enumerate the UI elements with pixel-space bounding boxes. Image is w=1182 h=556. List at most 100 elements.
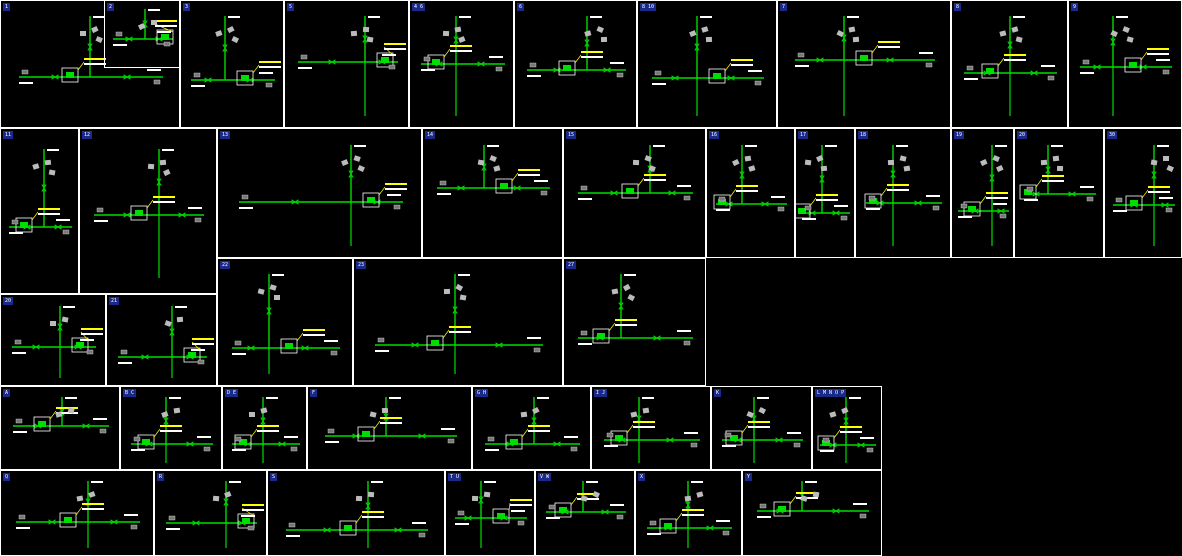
riser-schematic — [232, 397, 300, 463]
panel-number-tag: Q — [3, 473, 11, 481]
leader-line — [373, 420, 381, 430]
riser-schematic — [455, 481, 532, 548]
riser-schematic — [485, 397, 580, 452]
pipe-size-label — [286, 535, 300, 537]
riser-schematic — [757, 481, 869, 519]
flow-switch-icon — [130, 205, 148, 221]
pipe-size-label — [546, 517, 560, 519]
gauge-icon — [797, 52, 805, 58]
leader-line — [724, 62, 732, 72]
riser-detail-panel: X — [635, 470, 742, 556]
valve-icon — [123, 74, 131, 80]
valve-icon — [706, 525, 714, 531]
flow-switch-icon — [71, 337, 89, 353]
sprinkler-head-icon — [903, 165, 911, 172]
flow-switch-icon — [981, 63, 999, 79]
riser-detail-panel: 5 — [284, 0, 409, 128]
riser-label — [175, 306, 187, 308]
sprinkler-head-icon — [212, 495, 220, 502]
valve-icon — [618, 302, 624, 310]
riser-schematic — [652, 16, 764, 116]
gauge-icon — [859, 513, 867, 519]
annotation-text-bar — [380, 422, 402, 424]
riser-schematic — [864, 145, 942, 246]
valve-icon — [1068, 191, 1076, 197]
sprinkler-head-icon — [744, 155, 752, 162]
annotation-text-bar — [731, 64, 753, 66]
gauge-icon — [1047, 75, 1055, 81]
gauge-icon — [932, 205, 940, 211]
annotation-text-bar — [82, 508, 104, 510]
annotation-text-bar — [56, 407, 78, 409]
sprinkler-head-icon — [493, 165, 501, 172]
pipe-size-label — [191, 349, 205, 351]
annotation-text-bar — [385, 183, 407, 185]
leader-line — [250, 428, 258, 438]
pipe-size-label — [382, 54, 396, 56]
gauge-icon — [11, 219, 19, 225]
leader-line — [1140, 51, 1148, 61]
sprinkler-head-icon — [841, 407, 849, 414]
riser-label — [148, 9, 160, 11]
panel-number-tag: 8 — [954, 3, 962, 11]
pipe-size-label — [441, 428, 455, 430]
leader-line — [378, 186, 386, 196]
annotation-text-bar — [615, 324, 637, 326]
pipe-size-label — [455, 523, 469, 525]
valve-icon — [51, 74, 59, 80]
gauge-icon — [1026, 186, 1034, 192]
riser-detail-panel: 2 — [104, 0, 180, 68]
panel-number-tag: 9 — [1071, 3, 1079, 11]
sprinkler-head-icon — [644, 155, 652, 162]
annotation-text-bar — [81, 328, 103, 330]
leader-line — [252, 64, 260, 74]
pipe-size-label — [241, 515, 255, 517]
annotation-text-bar — [1042, 175, 1064, 177]
gauge-icon — [1165, 207, 1173, 213]
valve-icon — [260, 417, 266, 425]
riser-label — [1157, 145, 1169, 147]
panel-number-tag: 19 — [954, 131, 965, 139]
riser-label — [162, 149, 174, 151]
annotation-text-bar — [384, 48, 406, 50]
riser-detail-panel: 4 6 — [409, 0, 514, 128]
riser-label — [700, 16, 712, 18]
sprinkler-head-icon — [163, 169, 171, 177]
leader-line — [443, 48, 451, 58]
riser-schematic — [1113, 145, 1175, 246]
valve-icon — [775, 437, 783, 443]
riser-label — [624, 274, 636, 276]
gauge-icon — [18, 514, 26, 520]
sprinkler-head-icon — [353, 155, 361, 162]
valve-icon — [247, 345, 255, 351]
annotation-text-bar — [153, 196, 175, 198]
riser-detail-panel: T U — [445, 470, 535, 556]
gauge-icon — [86, 349, 94, 355]
sprinkler-head-icon — [91, 26, 99, 34]
riser-schematic — [437, 145, 550, 196]
riser-label — [487, 145, 499, 147]
sprinkler-head-icon — [164, 320, 172, 327]
pipe-size-label — [1041, 65, 1055, 67]
riser-detail-panel: B C — [120, 386, 222, 470]
gauge-icon — [570, 446, 578, 452]
annotation-text-bar — [1147, 53, 1169, 55]
riser-schematic — [421, 16, 505, 116]
gauge-icon — [300, 54, 308, 60]
sprinkler-head-icon — [274, 295, 280, 300]
sprinkler-head-icon — [357, 165, 365, 173]
leader-line — [31, 211, 39, 221]
valve-icon — [82, 423, 90, 429]
riser-label — [47, 149, 59, 151]
pipe-size-label — [324, 340, 338, 342]
sprinkler-head-icon — [176, 316, 184, 323]
sprinkler-head-icon — [67, 407, 75, 414]
pipe-size-label — [748, 70, 762, 72]
sprinkler-head-icon — [1015, 36, 1023, 43]
pipe-size-label — [964, 78, 978, 80]
riser-detail-panel: 19 — [951, 128, 1014, 258]
valve-icon — [694, 43, 700, 51]
gauge-icon — [21, 69, 29, 75]
flow-switch-icon — [61, 67, 79, 83]
annotation-text-bar — [518, 174, 540, 176]
